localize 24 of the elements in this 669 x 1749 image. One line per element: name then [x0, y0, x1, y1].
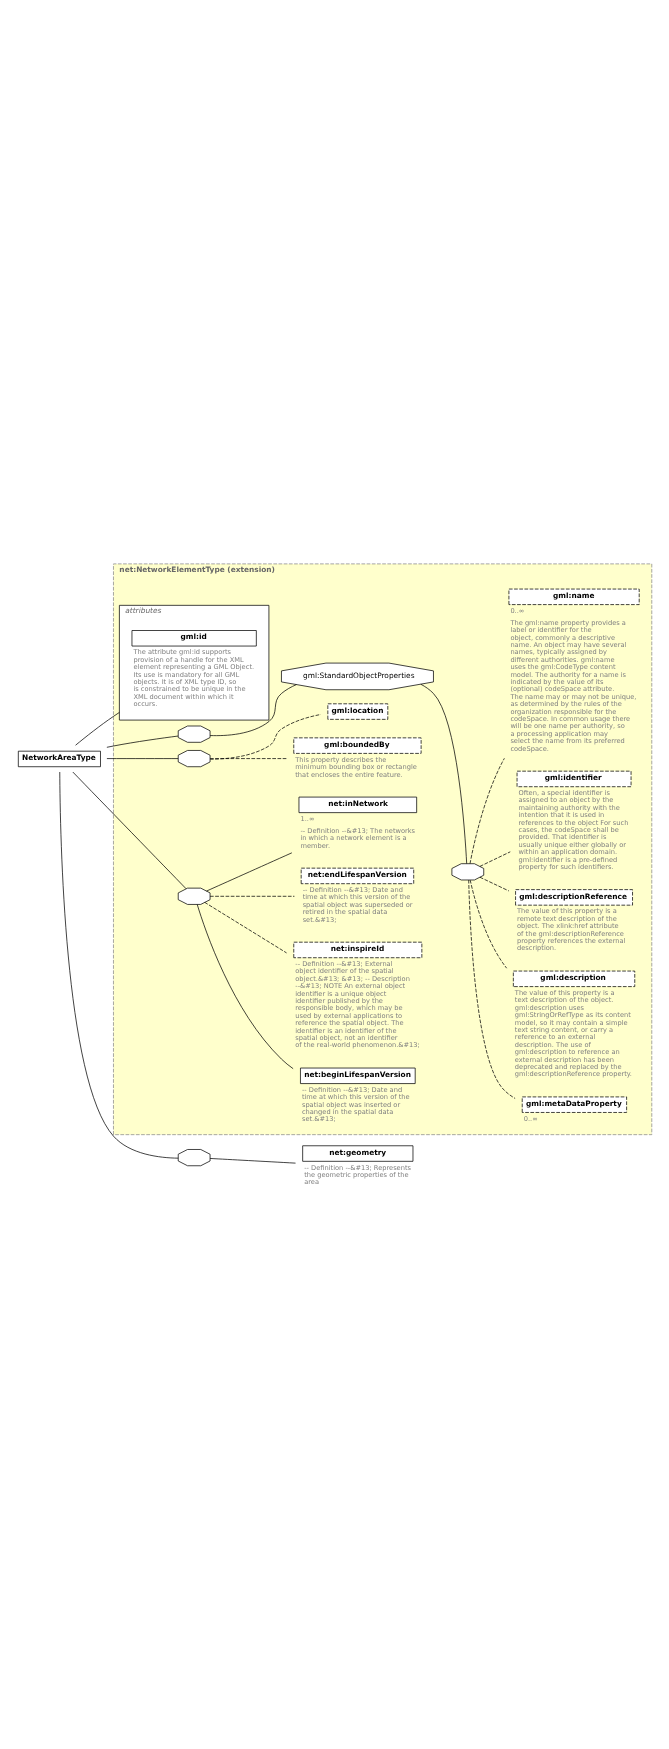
node-octagon: [177, 725, 211, 743]
connector: [209, 1157, 296, 1163]
connector: [469, 757, 505, 864]
connector: [206, 851, 293, 891]
connector: [209, 757, 288, 759]
connector: [106, 735, 179, 748]
connector: [209, 683, 297, 736]
connector: [420, 683, 468, 864]
connector: [72, 771, 187, 889]
connector: [106, 757, 179, 759]
connector: [59, 771, 179, 1159]
connector: [469, 879, 508, 969]
node-octagon: [177, 1148, 211, 1166]
node-octagon: [177, 887, 211, 905]
node-octagon: [451, 862, 485, 880]
connector: [468, 879, 516, 1099]
node-octagon: [177, 749, 211, 767]
connector: [479, 850, 511, 867]
connector: [209, 713, 322, 760]
connector: [204, 901, 287, 953]
connector: [209, 895, 295, 897]
connector: [479, 876, 510, 891]
connector: [75, 711, 120, 746]
connector: [196, 903, 294, 1069]
